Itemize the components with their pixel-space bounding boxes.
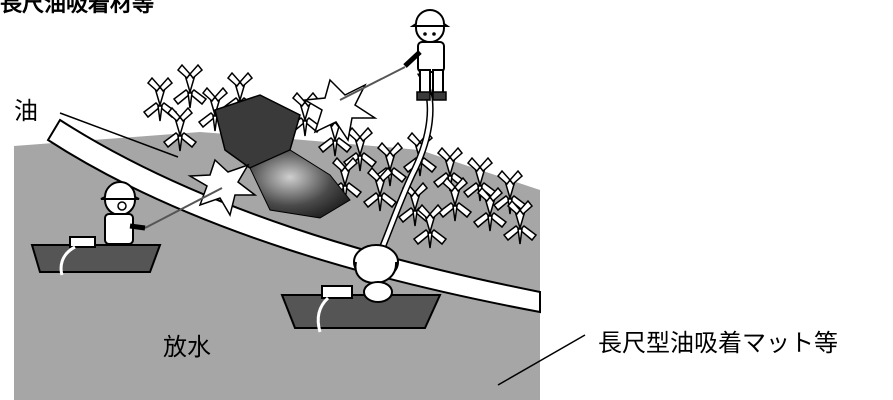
oil-label: 油 [14,97,38,125]
water-area [14,132,540,400]
oil-leader-line [59,112,179,158]
water-spray-label: 放水 [163,333,211,361]
spray-line-top [339,66,406,101]
oil-covered-blocks [214,94,351,219]
worker-center-boat [353,244,399,303]
spray-line-left [144,187,223,229]
diagram-title: 長尺油吸着材等 [0,0,155,17]
water-splash [187,78,378,217]
boat-left [30,236,162,276]
worker-on-blocks [403,9,451,101]
worker-left-boat [100,181,146,245]
mat-leader-line [497,334,586,386]
mat-label: 長尺型油吸着マット等 [598,329,838,357]
